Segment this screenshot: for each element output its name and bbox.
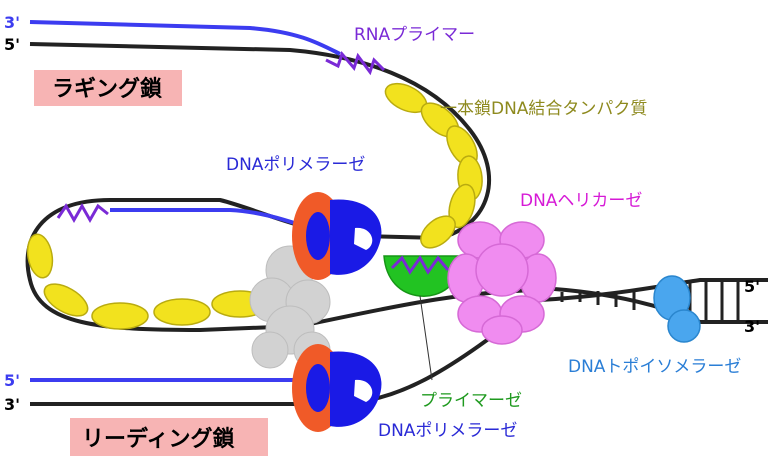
lagging-strand-label: ラギング鎖 [52,76,163,102]
leading-strand-label: リーディング鎖 [82,426,235,452]
end-lagging-bottom: 5' [4,35,20,54]
leading-label-bg [70,418,268,456]
ssb-label: 一本鎖DNA結合タンパク質 [440,99,647,119]
dna-helicase [447,221,557,345]
primase-label: プライマーゼ [420,391,522,411]
polymerase-bottom-label: DNAポリメラーゼ [378,421,517,441]
end-leading-bottom: 3' [4,395,20,414]
dna-topoisomerase [653,275,701,343]
rna-primer-top [325,51,386,76]
rna-primer-label: RNAプライマー [354,25,475,45]
dna-polymerase-bottom [292,344,382,432]
helicase-label: DNAヘリカーゼ [520,191,642,211]
polymerase-top-label: DNAポリメラーゼ [226,155,365,175]
lagging-label-bg [34,70,182,106]
dna-polymerase-top [292,192,382,280]
rna-primer-inner [56,202,109,224]
end-right-bottom: 3' [744,317,760,336]
end-leading-top: 5' [4,371,20,390]
lagging-new-strand-top [29,20,341,56]
topoisomerase-label: DNAトポイソメラーゼ [568,357,741,377]
end-right-top: 5' [744,277,760,296]
end-lagging-top: 3' [4,13,20,32]
